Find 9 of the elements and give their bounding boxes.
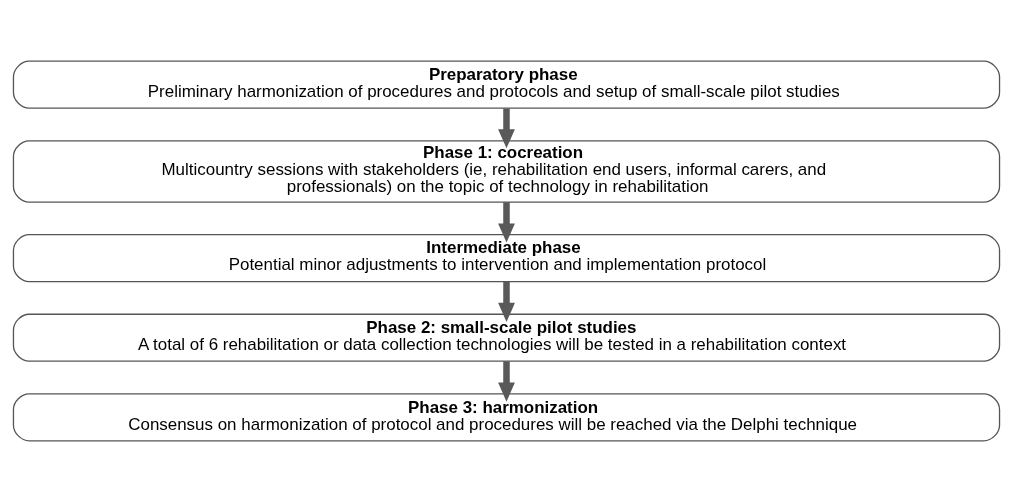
node-box: Phase 2: small-scale pilot studies A total of 6 rehabilitation or data collection technologies will be tested in a rehabilitation context bbox=[12, 313, 1001, 362]
arrow bbox=[498, 108, 515, 148]
node-box: Preparatory phase Preliminary harmonization of procedures and protocols and setup of small-scale pilot studies bbox=[12, 60, 1001, 109]
node-box: Intermediate phase Potential minor adjustments to intervention and implementation protocol bbox=[12, 233, 1001, 282]
arrow bbox=[498, 281, 515, 322]
node-box: Phase 1: cocreation Multicountry sessions with stakeholders (ie, rehabilitation end users, informal carers, and professionals) on the topic of technology in rehabilitation bbox=[12, 139, 1001, 203]
arrow bbox=[498, 360, 515, 402]
arrow bbox=[498, 201, 515, 243]
node-box: Phase 3: harmonization Consensus on harmonization of protocol and procedures will be reached via the Delphi technique bbox=[12, 392, 1001, 441]
